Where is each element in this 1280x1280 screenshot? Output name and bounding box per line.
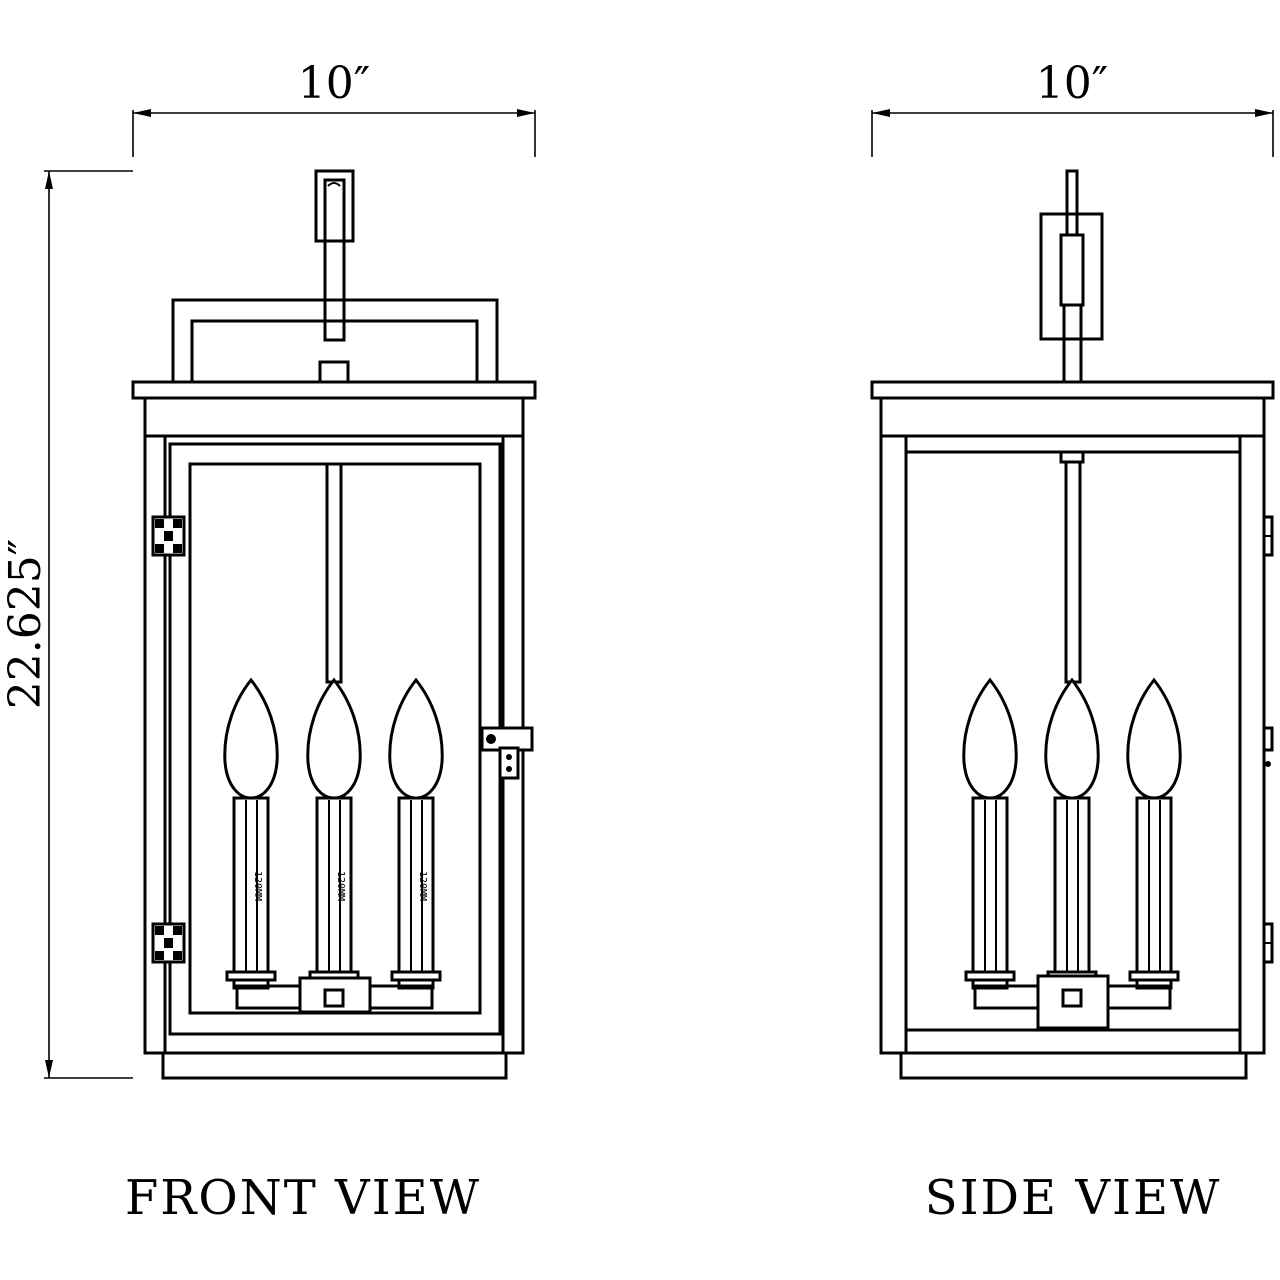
candle-length-marking: 120MM [417,871,428,901]
base [899,1051,1248,1080]
front-width-dimension: 10″ [132,58,536,157]
candle [1126,677,1182,990]
wall-mount-plate [1039,212,1104,341]
front-width-label: 10″ [298,58,370,109]
candle-length-marking: 120MM [252,871,263,901]
front-view-label: FRONT VIEW [125,1170,481,1226]
bulb-icon [223,677,279,800]
candle-cluster: 120MM 120MM 120MM [223,677,444,990]
height-dimension: 22.625″ [0,170,133,1079]
bulb-icon [1126,677,1182,800]
height-label: 22.625″ [0,539,51,709]
candle-sleeve [971,796,1009,976]
side-view-label: SIDE VIEW [925,1170,1222,1226]
bulb-icon [1044,677,1100,800]
roof-cap [131,380,537,400]
wall-mount-plate [314,169,355,243]
bulb-icon [306,677,362,800]
front-view-lantern: 120MM 120MM 120MM [131,169,537,1080]
roof-cap [870,380,1275,400]
candle: 120MM [388,677,444,990]
bulb-icon [388,677,444,800]
hinge-icon [151,515,186,557]
candle-sleeve [1135,796,1173,976]
candle-length-marking: 120MM [335,871,346,901]
candle [962,677,1018,990]
side-width-dimension: 10″ [871,58,1274,157]
base [161,1051,508,1080]
candle-cup [1036,974,1110,1030]
candle [1044,677,1100,990]
latch-icon [480,726,534,780]
candle-cluster [962,677,1182,990]
candle: 120MM [223,677,279,990]
hinge-icon [1262,515,1274,557]
side-width-label: 10″ [1036,58,1108,109]
candle-sleeve [1053,796,1091,976]
hinge-icon [151,922,186,964]
latch-icon [1262,726,1274,767]
hinge-icon [1262,922,1274,964]
bulb-icon [962,677,1018,800]
side-view-lantern [870,169,1275,1080]
candle: 120MM [306,677,362,990]
